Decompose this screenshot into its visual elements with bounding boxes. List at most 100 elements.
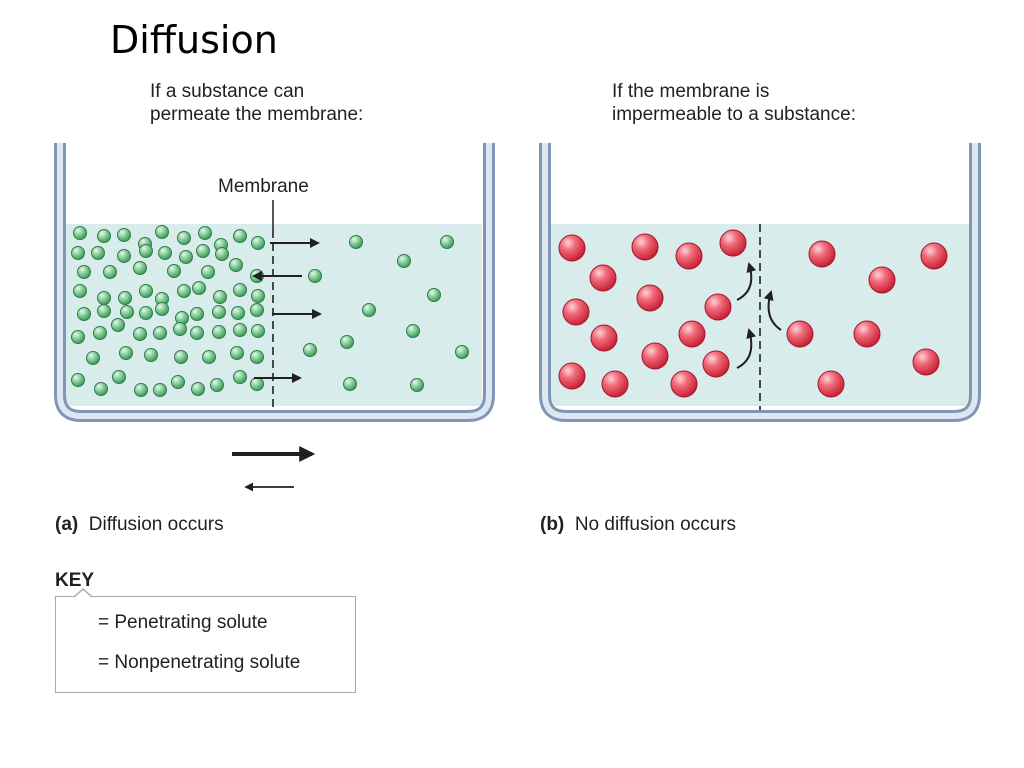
caption-b: (b) No diffusion occurs <box>540 513 736 536</box>
penetrating-solute-particle <box>133 327 147 341</box>
penetrating-solute-particles <box>71 225 469 397</box>
penetrating-solute-particle <box>308 269 322 283</box>
penetrating-solute-particle <box>251 236 265 250</box>
penetrating-solute-particle <box>133 261 147 275</box>
nonpenetrating-solute-particle <box>601 370 629 398</box>
nonpenetrating-solute-particle <box>631 233 659 261</box>
penetrating-solute-particle <box>410 378 424 392</box>
penetrating-solute-particle <box>179 250 193 264</box>
penetrating-solute-particle <box>93 326 107 340</box>
caption-a-text: Diffusion occurs <box>88 514 224 535</box>
penetrating-solute-particle <box>103 265 117 279</box>
bounce-arrow-3 <box>736 328 757 369</box>
caption-b-letter: (b) <box>540 514 565 535</box>
penetrating-solute-particle <box>139 284 153 298</box>
penetrating-solute-particle <box>190 326 204 340</box>
bounce-arrow-1 <box>736 262 757 301</box>
penetrating-solute-particle <box>427 288 441 302</box>
nonpenetrating-solute-particle <box>786 320 814 348</box>
penetrating-solute-particle <box>71 246 85 260</box>
penetrating-solute-particle <box>213 290 227 304</box>
nonpenetrating-solute-particle <box>719 229 747 257</box>
diffusion-arrows-a <box>252 238 322 383</box>
penetrating-solute-particle <box>177 231 191 245</box>
caption-b-text: No diffusion occurs <box>574 514 737 535</box>
nonpenetrating-solute-particle <box>853 320 881 348</box>
penetrating-solute-particle <box>71 330 85 344</box>
nonpenetrating-solute-particle <box>808 240 836 268</box>
key-penetrating-label: = Penetrating solute <box>98 612 268 633</box>
nonpenetrating-solute-particle <box>636 284 664 312</box>
panel-a-heading: If a substance can permeate the membrane… <box>150 80 363 126</box>
penetrating-solute-particle <box>144 348 158 362</box>
penetrating-solute-particle <box>250 350 264 364</box>
penetrating-solute-particle <box>120 305 134 319</box>
penetrating-solute-particle <box>190 307 204 321</box>
penetrating-solute-particle <box>94 382 108 396</box>
penetrating-solute-particle <box>343 377 357 391</box>
penetrating-solute-particle <box>251 324 265 338</box>
penetrating-solute-particle <box>362 303 376 317</box>
penetrating-solute-particle <box>167 264 181 278</box>
penetrating-solute-particle <box>340 335 354 349</box>
penetrating-solute-particle <box>174 350 188 364</box>
nonpenetrating-solute-particle <box>868 266 896 294</box>
panel-a-heading-line1: If a substance can <box>150 81 305 102</box>
penetrating-solute-particle <box>111 318 125 332</box>
penetrating-solute-particle <box>440 235 454 249</box>
penetrating-solute-particle <box>349 235 363 249</box>
penetrating-solute-particle <box>112 370 126 384</box>
penetrating-solute-particle <box>192 281 206 295</box>
penetrating-solute-particle <box>250 377 264 391</box>
penetrating-solute-particle <box>303 343 317 357</box>
key-row-nonpenetrating: = Nonpenetrating solute <box>98 652 300 674</box>
penetrating-solute-particle <box>233 283 247 297</box>
penetrating-solute-particle <box>155 225 169 239</box>
penetrating-solute-particle <box>97 291 111 305</box>
penetrating-solute-particle <box>158 246 172 260</box>
penetrating-solute-particle <box>139 306 153 320</box>
nonpenetrating-solute-particle <box>678 320 706 348</box>
slide-title: Diffusion <box>110 18 278 62</box>
nonpenetrating-solute-particle <box>920 242 948 270</box>
nonpenetrating-solute-particle <box>558 362 586 390</box>
key-box: = Penetrating solute = Nonpenetrating so… <box>55 588 356 693</box>
bounce-arrow-2 <box>763 290 782 331</box>
nonpenetrating-solute-particle <box>702 350 730 378</box>
penetrating-solute-particle <box>198 226 212 240</box>
key-box-notch <box>74 588 92 598</box>
nonpenetrating-solute-particle <box>704 293 732 321</box>
penetrating-solute-particle <box>77 307 91 321</box>
key-title: KEY <box>55 570 95 591</box>
penetrating-solute-particle <box>91 246 105 260</box>
penetrating-solute-particle <box>212 325 226 339</box>
nonpenetrating-solute-particle <box>641 342 669 370</box>
penetrating-solute-particle <box>86 351 100 365</box>
key-nonpenetrating-label: = Nonpenetrating solute <box>98 652 301 673</box>
penetrating-solute-particle <box>210 378 224 392</box>
penetrating-solute-particle <box>230 346 244 360</box>
penetrating-solute-particle <box>97 304 111 318</box>
penetrating-solute-particle <box>233 370 247 384</box>
membrane-label: Membrane <box>218 176 309 197</box>
panel-b-heading-line1: If the membrane is <box>612 81 770 102</box>
penetrating-solute-particle <box>250 303 264 317</box>
penetrating-solute-particle <box>153 383 167 397</box>
nonpenetrating-solute-particle <box>817 370 845 398</box>
penetrating-solute-particle <box>455 345 469 359</box>
nonpenetrating-solute-particle <box>589 264 617 292</box>
penetrating-solute-particle <box>153 326 167 340</box>
penetrating-solute-particle <box>231 306 245 320</box>
penetrating-solute-particle <box>251 289 265 303</box>
penetrating-solute-particle <box>233 229 247 243</box>
penetrating-solute-particle <box>196 244 210 258</box>
penetrating-solute-particle <box>139 244 153 258</box>
nonpenetrating-solute-particle <box>670 370 698 398</box>
penetrating-solute-particle <box>97 229 111 243</box>
penetrating-solute-particle <box>155 302 169 316</box>
nonpenetrating-solute-particle <box>562 298 590 326</box>
penetrating-solute-particle <box>73 226 87 240</box>
panel-b-heading-line2: impermeable to a substance: <box>612 104 856 125</box>
penetrating-solute-particle <box>117 249 131 263</box>
bounce-arrows-b <box>736 262 782 369</box>
